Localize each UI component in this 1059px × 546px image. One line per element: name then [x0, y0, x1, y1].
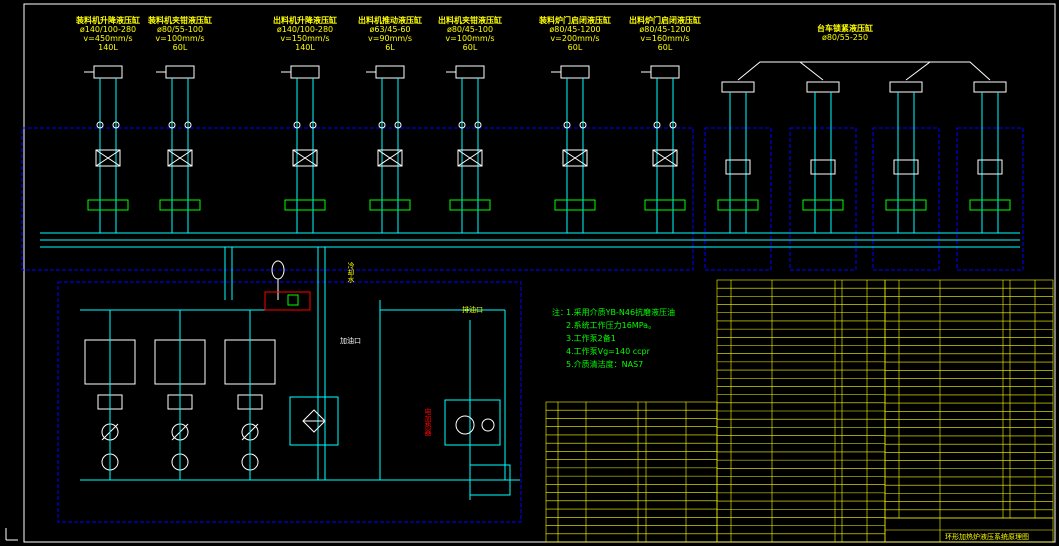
note-line-3: 3.工作泵2备1	[566, 334, 616, 343]
notes-title: 注：	[552, 308, 568, 317]
note-line-1: 1.采用介质YB-N46抗磨液压油	[566, 308, 676, 317]
lock-valve-frame-2	[789, 127, 857, 271]
lock-cylinder-1	[717, 81, 759, 233]
lock-valve-frame-3	[872, 127, 940, 271]
cylinder-3-speed: v=150mm/s	[280, 34, 330, 43]
cylinder-5-spec: ø80/45-100	[446, 25, 494, 34]
cylinder-6-title: 装料炉门启闭液压缸	[539, 16, 611, 25]
cylinder-1-title: 装料机升降液压缸	[76, 16, 140, 25]
cylinder-1-speed: v=450mm/s	[83, 34, 133, 43]
lock-group-spec: ø80/55-250	[821, 33, 869, 42]
upper-valve-frame	[21, 127, 694, 271]
cylinder-2-volume: 60L	[172, 43, 188, 52]
main-pipes	[40, 232, 1020, 500]
accumulator	[271, 260, 285, 300]
lock-valve-frame-4	[956, 127, 1024, 271]
cylinder-6-spec: ø80/45-1200	[549, 25, 601, 34]
oil-fill-label: 加油口	[340, 337, 361, 345]
cylinder-3-title: 出料机升降液压缸	[273, 16, 337, 25]
note-line-2: 2.系统工作压力16MPa。	[566, 321, 657, 330]
pump-unit-1	[84, 310, 136, 480]
cylinder-branch-2	[156, 65, 201, 233]
cylinder-6-volume: 60L	[567, 43, 583, 52]
lock-cylinder-4	[969, 81, 1011, 233]
cylinder-5-speed: v=100mm/s	[445, 34, 495, 43]
ucs-icon	[5, 528, 18, 541]
cylinder-7-volume: 60L	[657, 43, 673, 52]
cylinder-1-volume: 140L	[98, 43, 118, 52]
notes-block: 注： 1.采用介质YB-N46抗磨液压油 2.系统工作压力16MPa。 3.工作…	[552, 306, 676, 371]
cylinder-branch-7	[641, 65, 686, 233]
cylinder-branch-3	[281, 65, 326, 233]
cylinder-branch-4	[366, 65, 411, 233]
cylinder-7-spec: ø80/45-1200	[639, 25, 691, 34]
cylinder-4-title: 出料机推动液压缸	[358, 16, 422, 25]
cylinder-3-spec: ø140/100-280	[276, 25, 334, 34]
heater-note: 电加热器	[424, 408, 432, 436]
cylinder-1-spec: ø140/100-280	[79, 25, 137, 34]
drawing-frame	[23, 3, 1056, 543]
cylinder-branch-1	[84, 65, 129, 233]
cylinder-branch-5	[446, 65, 491, 233]
cylinder-6-speed: v=200mm/s	[550, 34, 600, 43]
pump-unit-2	[154, 310, 206, 480]
lock-group-name: 台车锁紧液压缸	[817, 24, 873, 33]
cylinder-7-speed: v=160mm/s	[640, 34, 690, 43]
drawing-title: 环形加热炉液压系统原理图	[945, 533, 1029, 541]
lock-cylinder-branches	[717, 61, 1011, 233]
cylinder-3-volume: 140L	[295, 43, 315, 52]
cylinder-2-title: 装料机夹钳液压缸	[148, 16, 212, 25]
lock-group-title: 台车锁紧液压缸 ø80/55-250	[775, 24, 915, 42]
cylinder-5-title: 出料机夹钳液压缸	[438, 16, 502, 25]
cylinder-4-spec: ø63/45-60	[369, 25, 411, 34]
main-pump	[444, 399, 501, 446]
cooler-filter	[289, 396, 339, 446]
oil-tank	[469, 464, 511, 496]
relief-valve-block	[264, 291, 311, 311]
cylinder-4-volume: 6L	[385, 43, 395, 52]
lock-cylinder-2	[802, 81, 844, 233]
cylinder-2-speed: v=100mm/s	[155, 34, 205, 43]
lock-valve-frame-1	[704, 127, 772, 271]
pump-unit-3	[224, 310, 276, 480]
pump-units	[84, 310, 276, 480]
cylinder-5-volume: 60L	[462, 43, 478, 52]
cylinder-branch-6	[551, 65, 596, 233]
cooling-water-label: 冷却水	[347, 262, 355, 283]
cylinder-2-spec: ø80/55-100	[156, 25, 204, 34]
cylinder-branches	[84, 65, 686, 233]
title-block	[884, 517, 1054, 543]
cylinder-7-title: 出料炉门启闭液压缸	[629, 16, 701, 25]
cylinder-4-speed: v=90mm/s	[367, 34, 413, 43]
note-line-5: 5.介质清洁度：NAS7	[566, 360, 644, 369]
oil-drain-label: 排油口	[462, 306, 483, 314]
pump-station-frame	[57, 281, 522, 523]
note-line-4: 4.工作泵Vg=140 ccpr	[566, 347, 650, 356]
lock-cylinder-3	[885, 81, 927, 233]
parts-list-table	[545, 279, 1054, 543]
